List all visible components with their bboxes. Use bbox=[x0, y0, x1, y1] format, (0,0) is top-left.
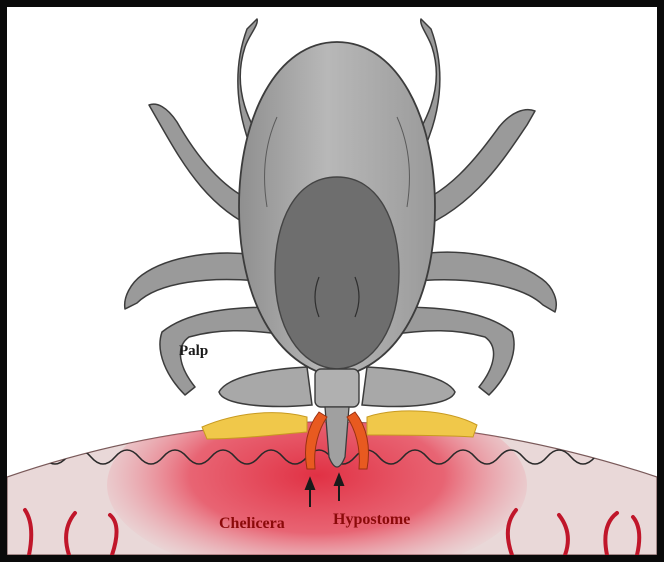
mouthparts bbox=[306, 369, 369, 469]
tick-feeding-diagram: Palp Chelicera Hypostome bbox=[7, 7, 657, 555]
palp-left bbox=[219, 367, 312, 406]
tick-body bbox=[239, 42, 435, 377]
label-palp: Palp bbox=[179, 343, 208, 359]
basis-capituli bbox=[315, 369, 359, 407]
palp-right bbox=[362, 367, 455, 406]
scutum bbox=[275, 177, 399, 369]
label-chelicera: Chelicera bbox=[219, 515, 285, 532]
label-hypostome: Hypostome bbox=[333, 511, 410, 528]
